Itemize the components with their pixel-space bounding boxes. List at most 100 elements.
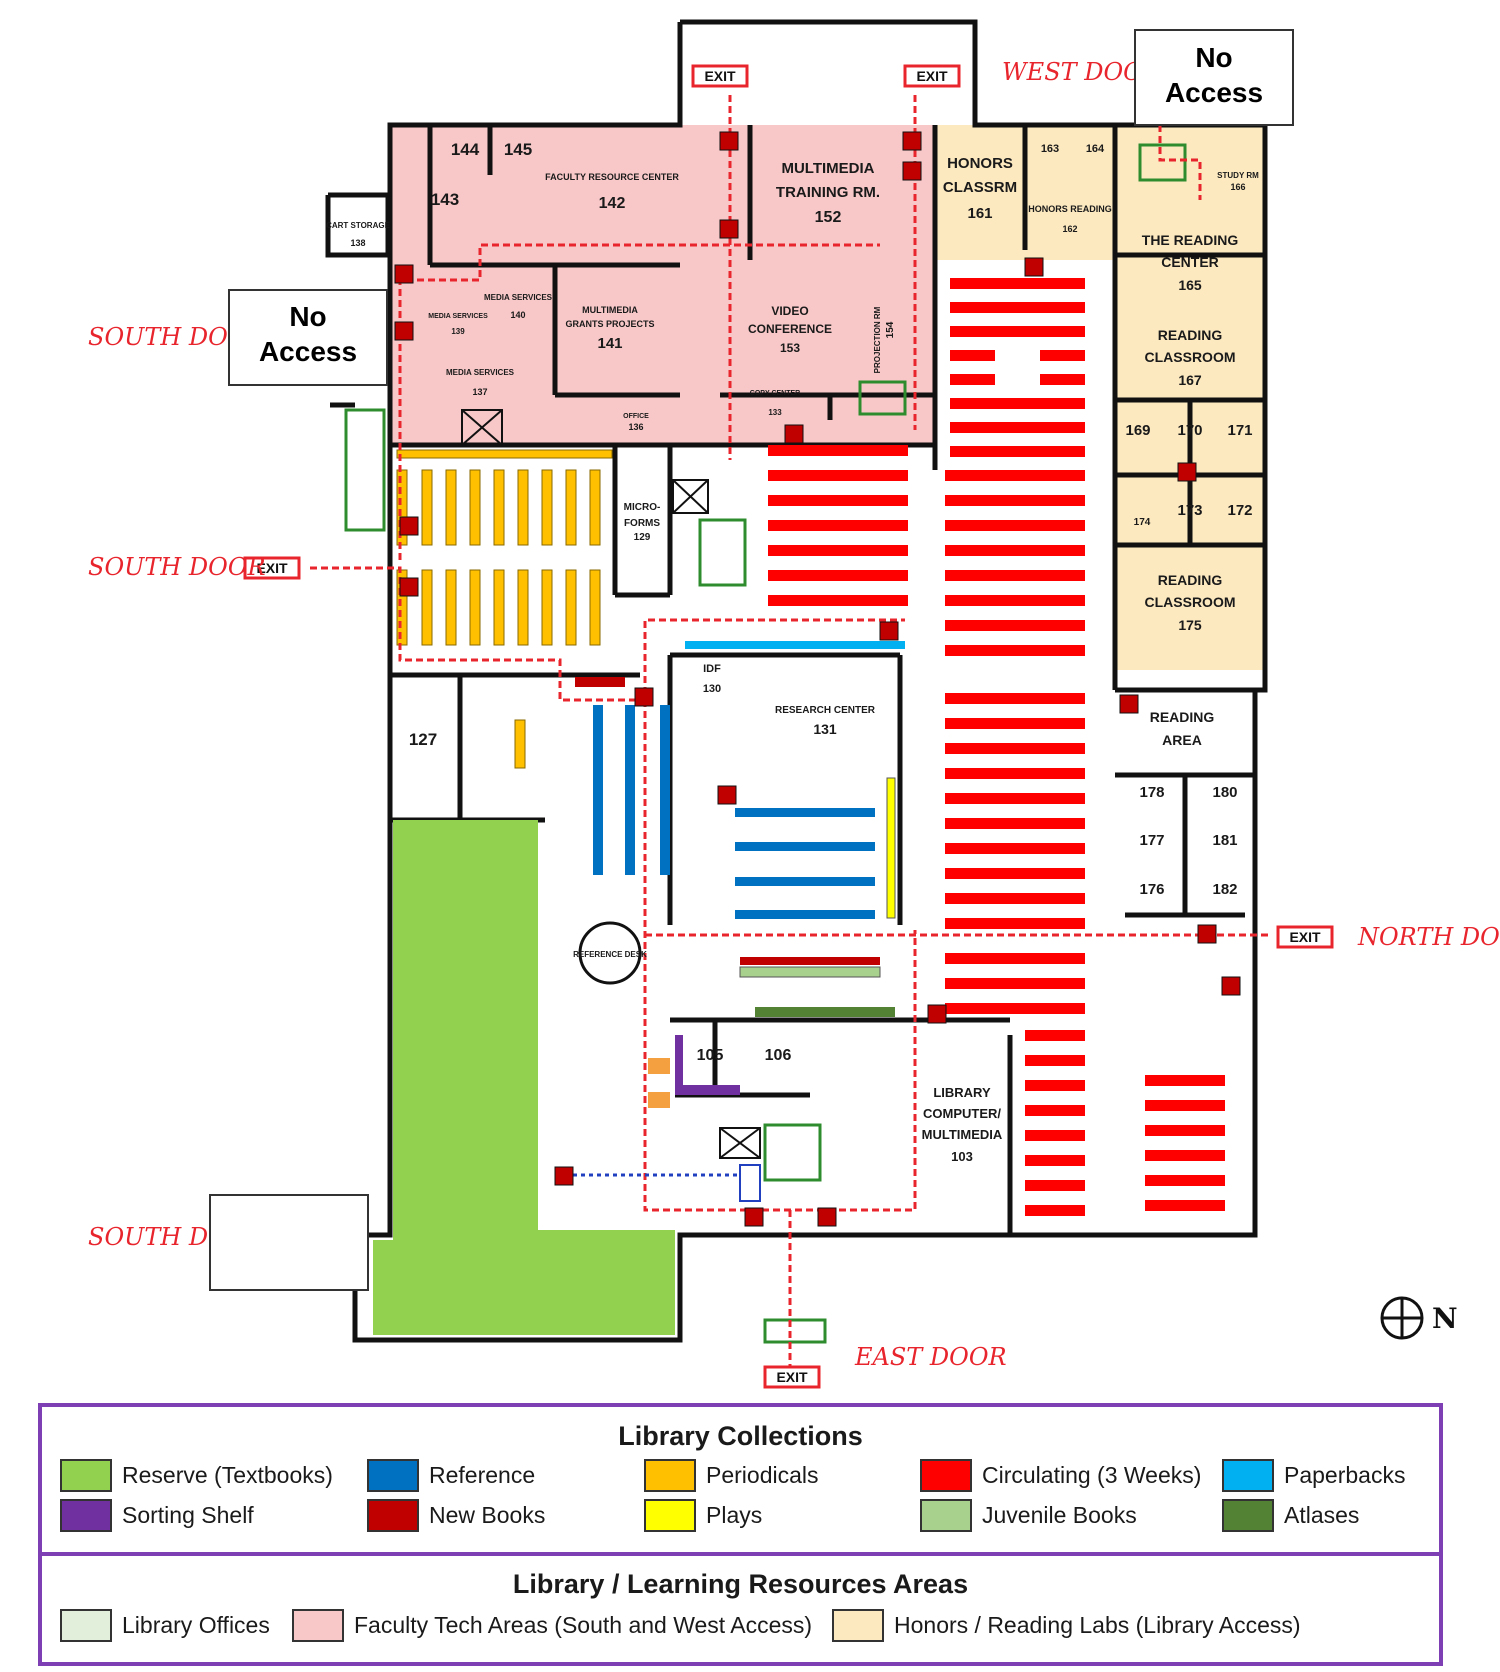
legend-item-honors-reading: Honors / Reading Labs (Library Access) <box>832 1609 1301 1642</box>
svg-text:MEDIA SERVICES: MEDIA SERVICES <box>484 293 553 302</box>
periodicals-shelf-small-1 <box>648 1058 670 1074</box>
reserve-textbooks-area <box>373 820 675 1335</box>
legend-item-periodicals: Periodicals <box>644 1459 819 1492</box>
north-door-label: NORTH DOOR <box>1357 923 1500 951</box>
legend-item-plays: Plays <box>644 1499 762 1532</box>
svg-text:CLASSROOM: CLASSROOM <box>1145 349 1236 365</box>
svg-text:FORMS: FORMS <box>624 518 660 529</box>
exit-sign-east <box>763 1365 821 1389</box>
svg-text:TRAINING RM.: TRAINING RM. <box>776 184 880 201</box>
svg-text:152: 152 <box>815 209 842 226</box>
legend-swatch-atlases <box>1222 1499 1274 1532</box>
svg-text:FACULTY RESOURCE CENTER: FACULTY RESOURCE CENTER <box>545 172 679 182</box>
svg-text:161: 161 <box>967 205 992 222</box>
legend-item-paperbacks: Paperbacks <box>1222 1459 1405 1492</box>
fire-extinguisher-icons <box>394 131 1241 1227</box>
svg-text:AREA: AREA <box>1162 732 1202 748</box>
svg-text:CLASSRM: CLASSRM <box>943 179 1017 196</box>
svg-text:CENTER: CENTER <box>1161 254 1219 270</box>
svg-text:PROJECTION RM: PROJECTION RM <box>873 306 882 373</box>
svg-text:READING: READING <box>1158 327 1223 343</box>
legend-swatch-faculty-tech <box>292 1609 344 1642</box>
svg-text:144: 144 <box>451 140 480 159</box>
svg-text:131: 131 <box>813 721 837 737</box>
svg-text:READING: READING <box>1150 709 1215 725</box>
room-labels: 144 145 143 FACULTY RESOURCE CENTER 142 … <box>326 140 1259 1164</box>
reference-desk-icon <box>578 921 642 985</box>
reference-shelves <box>593 705 875 919</box>
stairs <box>344 143 1187 1344</box>
svg-text:106: 106 <box>765 1047 792 1064</box>
svg-text:176: 176 <box>1139 881 1164 898</box>
legend-swatch-new-books <box>367 1499 419 1532</box>
svg-text:103: 103 <box>951 1149 973 1164</box>
no-access-south-line2: Access <box>259 336 357 367</box>
svg-text:182: 182 <box>1212 881 1237 898</box>
legend-item-sorting-shelf: Sorting Shelf <box>60 1499 254 1532</box>
svg-text:MICRO-: MICRO- <box>624 502 661 513</box>
compass-icon <box>1380 1296 1424 1340</box>
legend-areas-title: Library / Learning Resources Areas <box>512 1569 969 1599</box>
sorting-shelf-v <box>675 1035 683 1095</box>
svg-text:177: 177 <box>1139 832 1164 849</box>
svg-text:CART STORAGE: CART STORAGE <box>326 221 391 230</box>
svg-text:167: 167 <box>1178 372 1202 388</box>
svg-text:141: 141 <box>597 335 622 352</box>
svg-text:HONORS: HONORS <box>947 155 1013 172</box>
svg-text:165: 165 <box>1178 277 1202 293</box>
svg-text:MEDIA SERVICES: MEDIA SERVICES <box>446 368 515 377</box>
no-access-south-line1: No <box>289 301 326 332</box>
legend-item-faculty-tech: Faculty Tech Areas (South and West Acces… <box>292 1609 812 1642</box>
svg-text:181: 181 <box>1212 832 1237 849</box>
svg-text:154: 154 <box>885 321 896 338</box>
legend-item-library-offices: Library Offices <box>60 1609 270 1642</box>
svg-text:163: 163 <box>1041 143 1059 155</box>
east-door-label: EAST DOOR <box>854 1343 1007 1371</box>
svg-text:127: 127 <box>409 730 437 749</box>
new-books-shelf <box>575 677 625 687</box>
legend-item-atlases: Atlases <box>1222 1499 1359 1532</box>
legend-item-reserve: Reserve (Textbooks) <box>60 1459 333 1492</box>
svg-text:171: 171 <box>1227 422 1252 439</box>
legend-item-circulating: Circulating (3 Weeks) <box>920 1459 1201 1492</box>
svg-text:166: 166 <box>1230 182 1245 192</box>
legend-divider <box>42 1552 1439 1556</box>
legend-swatch-plays <box>644 1499 696 1532</box>
circulating-shelves <box>768 278 1225 1216</box>
legend-swatch-reserve <box>60 1459 112 1492</box>
svg-text:STUDY RM: STUDY RM <box>1217 171 1259 180</box>
legend-swatch-juvenile-books <box>920 1499 972 1532</box>
no-access-west-line1: No <box>1195 42 1232 73</box>
no-access-box-south <box>228 289 388 386</box>
exit-sign-north <box>1276 925 1334 949</box>
svg-text:178: 178 <box>1139 784 1164 801</box>
svg-text:140: 140 <box>510 310 525 320</box>
atlases-shelf <box>755 1007 895 1017</box>
svg-text:CLASSROOM: CLASSROOM <box>1145 594 1236 610</box>
svg-text:IDF: IDF <box>703 663 721 675</box>
svg-text:172: 172 <box>1227 502 1252 519</box>
juvenile-books-shelf <box>739 966 881 978</box>
faculty-tech-area <box>390 125 935 445</box>
svg-text:COMPUTER/: COMPUTER/ <box>923 1106 1001 1121</box>
svg-text:MEDIA SERVICES: MEDIA SERVICES <box>428 313 488 320</box>
svg-text:143: 143 <box>431 190 459 209</box>
exit-label-north: EXIT <box>1289 929 1321 945</box>
legend-swatch-circulating <box>920 1459 972 1492</box>
no-access-west-line2: Access <box>1165 77 1263 108</box>
svg-text:136: 136 <box>628 422 643 432</box>
legend-item-reference: Reference <box>367 1459 535 1492</box>
svg-text:129: 129 <box>634 532 651 543</box>
exit-sign-west-2 <box>903 64 961 88</box>
plays-shelf <box>886 777 896 919</box>
svg-text:MULTIMEDIA: MULTIMEDIA <box>781 160 874 177</box>
map-legend: Library Collections Reserve (Textbooks) … <box>38 1403 1443 1666</box>
exit-label-west-2: EXIT <box>916 68 948 84</box>
legend-swatch-reference <box>367 1459 419 1492</box>
svg-text:CONFERENCE: CONFERENCE <box>748 322 832 336</box>
svg-text:105: 105 <box>697 1047 724 1064</box>
svg-text:174: 174 <box>1134 517 1151 528</box>
svg-text:130: 130 <box>703 683 721 695</box>
svg-text:THE READING: THE READING <box>1142 232 1239 248</box>
svg-text:LIBRARY: LIBRARY <box>933 1085 991 1100</box>
